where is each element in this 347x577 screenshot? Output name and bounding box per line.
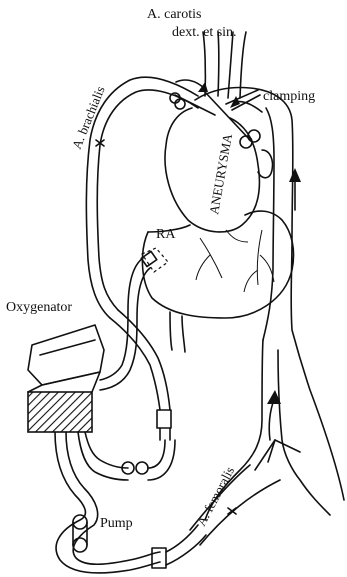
brachial-line xyxy=(86,77,198,410)
pump-label: Pump xyxy=(100,516,133,531)
venous-line xyxy=(100,258,150,390)
pump-loop xyxy=(55,432,206,573)
oxygenator xyxy=(28,325,104,432)
carotis-label-line2: dext. et sin. xyxy=(172,25,237,40)
vena-cava xyxy=(170,312,185,352)
flow-arrows xyxy=(176,80,301,470)
femoralis-label: A. femoralis xyxy=(193,464,237,528)
right-atrium-cannula xyxy=(141,248,168,272)
oxygenator-label: Oxygenator xyxy=(6,300,72,315)
clamping-label: clamping xyxy=(263,89,315,104)
aneurysma-label: ANEURYSMA xyxy=(206,132,235,216)
carotis-label-line1: A. carotis xyxy=(147,7,201,22)
ra-label: RA xyxy=(156,227,176,242)
clamp-instruments xyxy=(170,90,260,148)
aorta xyxy=(190,88,344,546)
